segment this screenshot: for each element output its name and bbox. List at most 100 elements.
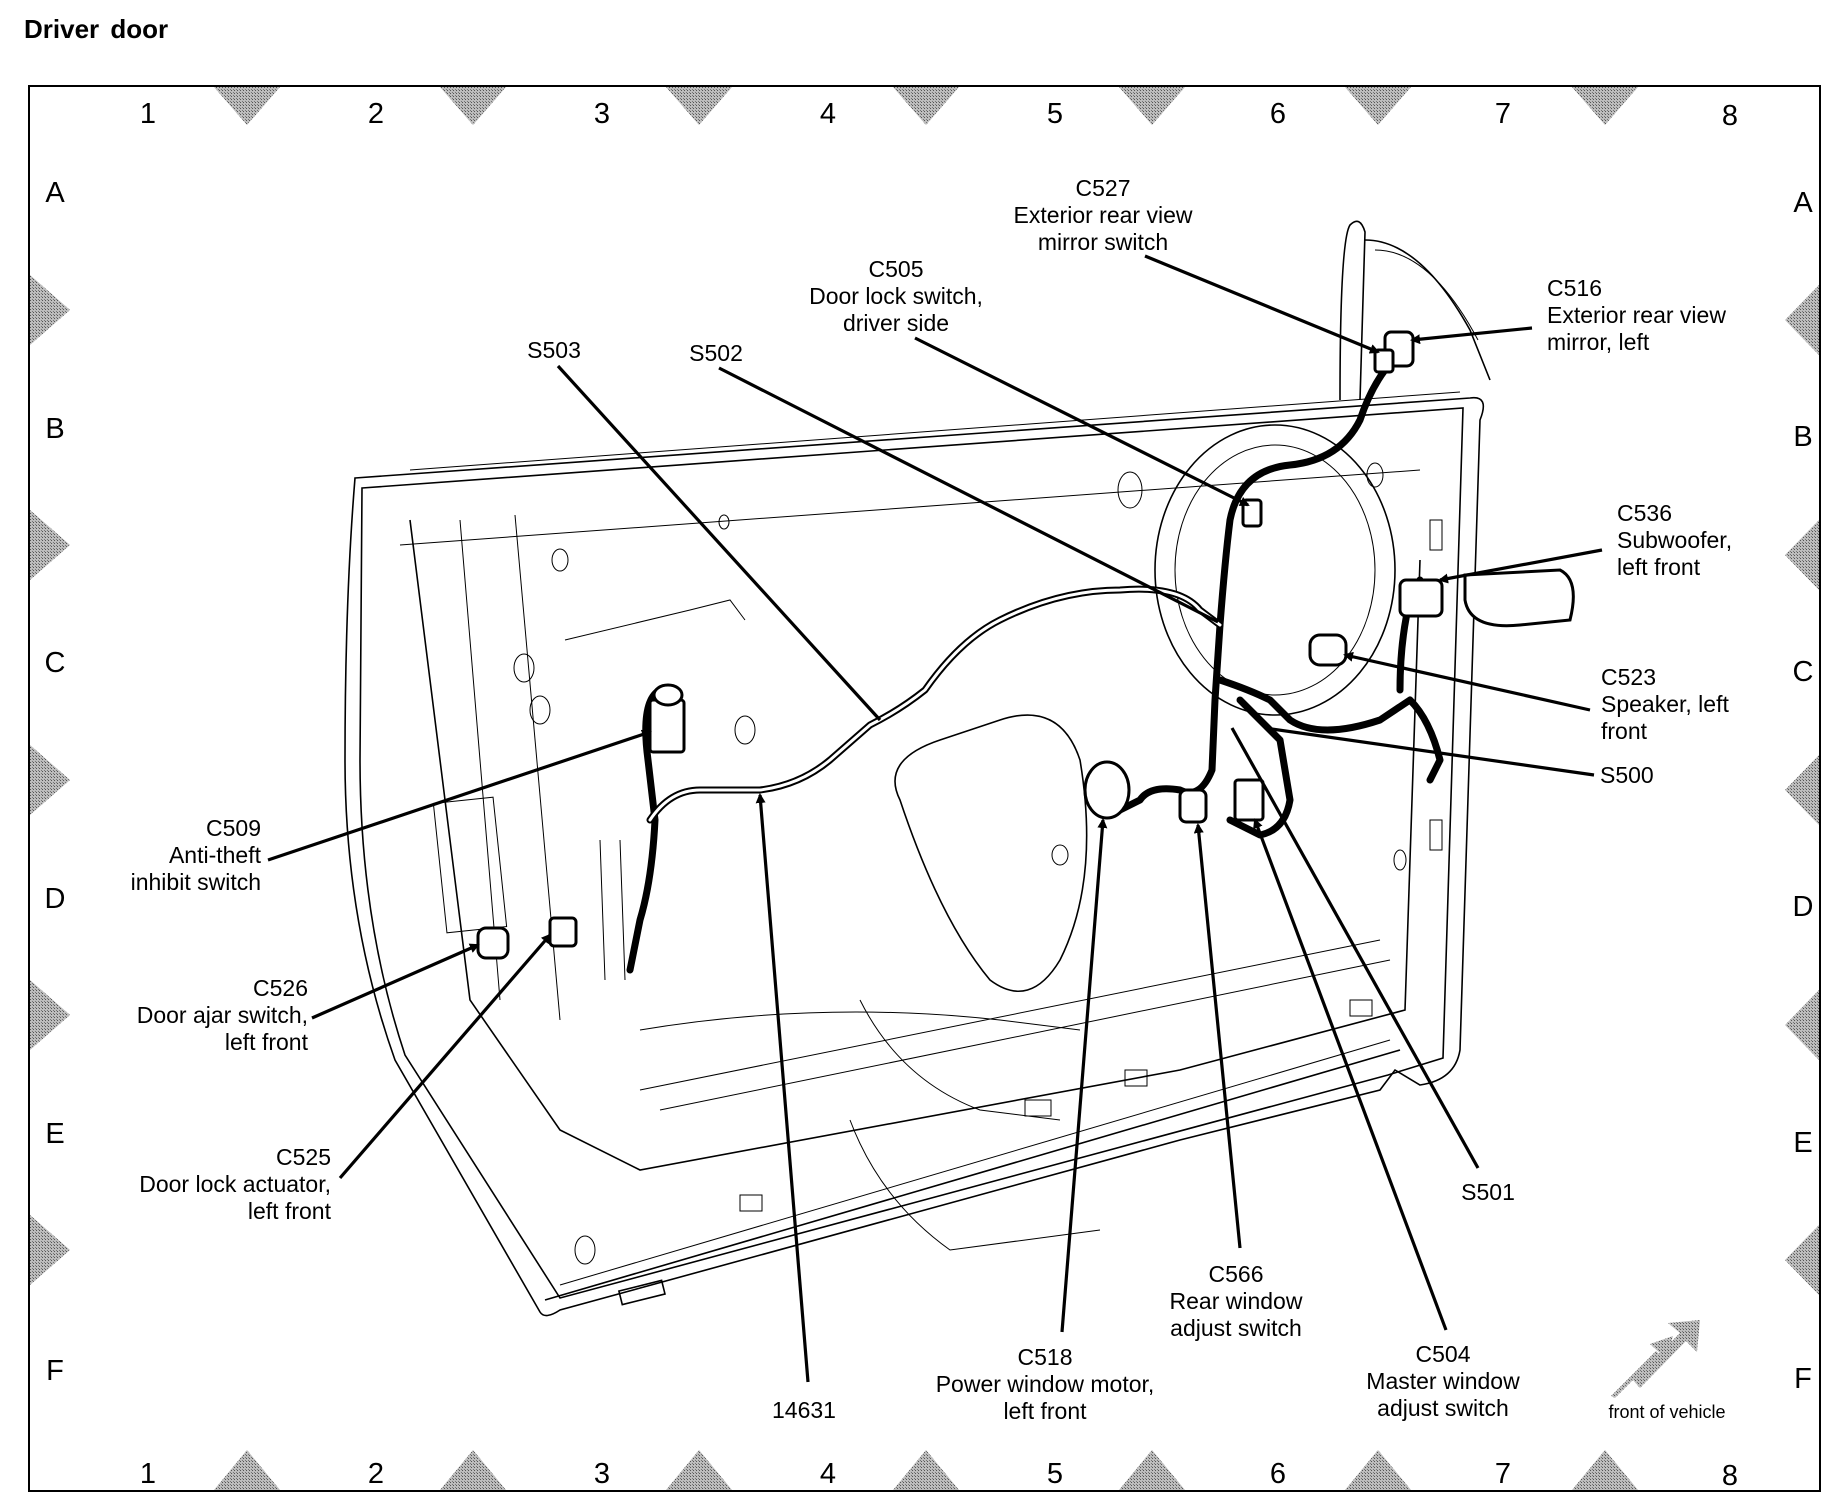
callout-C523: C523 Speaker, left front [1601, 664, 1729, 744]
grid-col-label: 7 [1495, 1458, 1511, 1490]
grid-column-labels-bottom: 1 2 3 4 5 6 7 8 [140, 1458, 1738, 1492]
grid-column-labels-top: 1 2 3 4 5 6 7 8 [140, 98, 1738, 132]
grid-col-label: 3 [594, 98, 610, 130]
grid-row-label: F [46, 1355, 64, 1387]
grid-marker-top [1345, 87, 1411, 125]
grid-marker-top [1119, 87, 1185, 125]
grid-marker-left [30, 980, 70, 1050]
grid-col-label: 8 [1722, 1460, 1738, 1492]
grid-row-label: C [1793, 656, 1814, 688]
callout-desc: Door lock switch, [809, 283, 983, 309]
connector-C504 [1233, 778, 1265, 822]
leader-C523 [1343, 651, 1591, 712]
callout-desc: Rear window [1170, 1288, 1303, 1314]
leader-C566 [1193, 823, 1242, 1249]
callout-C516: C516 Exterior rear view mirror, left [1547, 275, 1726, 355]
grid-marker-right [1785, 990, 1819, 1060]
grid-marker-left [30, 745, 70, 815]
grid-markers [30, 87, 1819, 1490]
callout-C536: C536 Subwoofer, left front [1617, 500, 1732, 580]
grid-row-labels-right: A B C D E F [1793, 187, 1814, 1395]
callout-code: C527 [1076, 175, 1131, 201]
leader-C504 [1253, 818, 1448, 1331]
grid-col-label: 1 [140, 98, 156, 130]
grid-row-label: C [45, 647, 66, 679]
callout-code: 14631 [772, 1397, 836, 1423]
leader-C505 [914, 336, 1250, 507]
callout-desc: Exterior rear view [1014, 202, 1193, 228]
grid-marker-left [30, 1215, 70, 1285]
callout-C525: C525 Door lock actuator, left front [139, 1144, 331, 1224]
leader-S503 [556, 364, 882, 722]
callout-code: C504 [1416, 1341, 1471, 1367]
callout-desc: driver side [843, 310, 949, 336]
grid-col-label: 2 [368, 1458, 384, 1490]
callout-code: S502 [689, 340, 743, 366]
grid-row-label: A [45, 177, 65, 209]
callout-desc: Master window [1366, 1368, 1520, 1394]
callout-desc: Door lock actuator, [139, 1171, 331, 1197]
connector-C509-plug [652, 683, 684, 707]
grid-col-label: 5 [1047, 1458, 1063, 1490]
callout-code: C525 [276, 1144, 331, 1170]
grid-marker-left [30, 275, 70, 345]
grid-col-label: 4 [820, 1458, 836, 1490]
connector-C509 [648, 698, 686, 754]
leader-S501 [1230, 727, 1480, 1169]
callout-S503: S503 [527, 337, 581, 363]
callout-desc: inhibit switch [131, 869, 261, 895]
callout-C566: C566 Rear window adjust switch [1170, 1261, 1303, 1341]
callout-C527: C527 Exterior rear view mirror switch [1014, 175, 1193, 255]
callout-C509: C509 Anti-theft inhibit switch [131, 815, 262, 895]
grid-frame [28, 85, 1821, 1492]
grid-marker-bottom [214, 1450, 280, 1490]
grid-marker-right [1785, 520, 1819, 590]
callout-desc: left front [1003, 1398, 1087, 1424]
grid-marker-top [893, 87, 959, 125]
callout-C526: C526 Door ajar switch, left front [137, 975, 309, 1055]
diagram-title: Driver door [24, 14, 169, 44]
grid-col-label: 3 [594, 1458, 610, 1490]
connector-C526 [476, 926, 510, 960]
callout-desc: adjust switch [1377, 1395, 1509, 1421]
grid-row-label: D [45, 883, 66, 915]
grid-row-labels-left: A B C D E F [45, 177, 66, 1387]
leader-C536 [1438, 548, 1603, 584]
grid-marker-bottom [1345, 1450, 1411, 1490]
grid-col-label: 7 [1495, 98, 1511, 130]
grid-col-label: 5 [1047, 98, 1063, 130]
callout-S502: S502 [689, 340, 743, 366]
connector-C566 [1178, 788, 1208, 824]
callout-C504: C504 Master window adjust switch [1366, 1341, 1520, 1421]
callout-desc: Exterior rear view [1547, 302, 1726, 328]
callout-code: C518 [1018, 1344, 1073, 1370]
callout-desc: Anti-theft [169, 842, 262, 868]
callout-desc: left front [225, 1029, 309, 1055]
leader-14631 [755, 793, 810, 1383]
callout-desc: mirror switch [1038, 229, 1168, 255]
grid-row-label: D [1793, 891, 1814, 923]
leader-C525 [338, 933, 552, 1180]
connector-C525 [548, 916, 578, 948]
callout-desc: Door ajar switch, [137, 1002, 308, 1028]
grid-marker-left [30, 510, 70, 580]
grid-col-label: 4 [820, 98, 836, 130]
callout-desc: left front [248, 1198, 332, 1224]
grid-col-label: 1 [140, 1458, 156, 1490]
leader-C509 [267, 729, 652, 862]
callout-code: C505 [869, 256, 924, 282]
callout-code: C526 [253, 975, 308, 1001]
grid-marker-top [214, 87, 280, 125]
subwoofer-housing [1463, 568, 1575, 628]
leader-C516 [1410, 326, 1533, 345]
grid-row-label: A [1793, 187, 1813, 219]
grid-marker-bottom [440, 1450, 506, 1490]
callout-desc: Power window motor, [936, 1371, 1155, 1397]
grid-row-label: E [45, 1118, 64, 1150]
callout-desc: Subwoofer, [1617, 527, 1732, 553]
grid-marker-top [1572, 87, 1638, 125]
connectors [476, 330, 1575, 960]
grid-col-label: 6 [1270, 1458, 1286, 1490]
grid-marker-bottom [1119, 1450, 1185, 1490]
callout-code: C516 [1547, 275, 1602, 301]
